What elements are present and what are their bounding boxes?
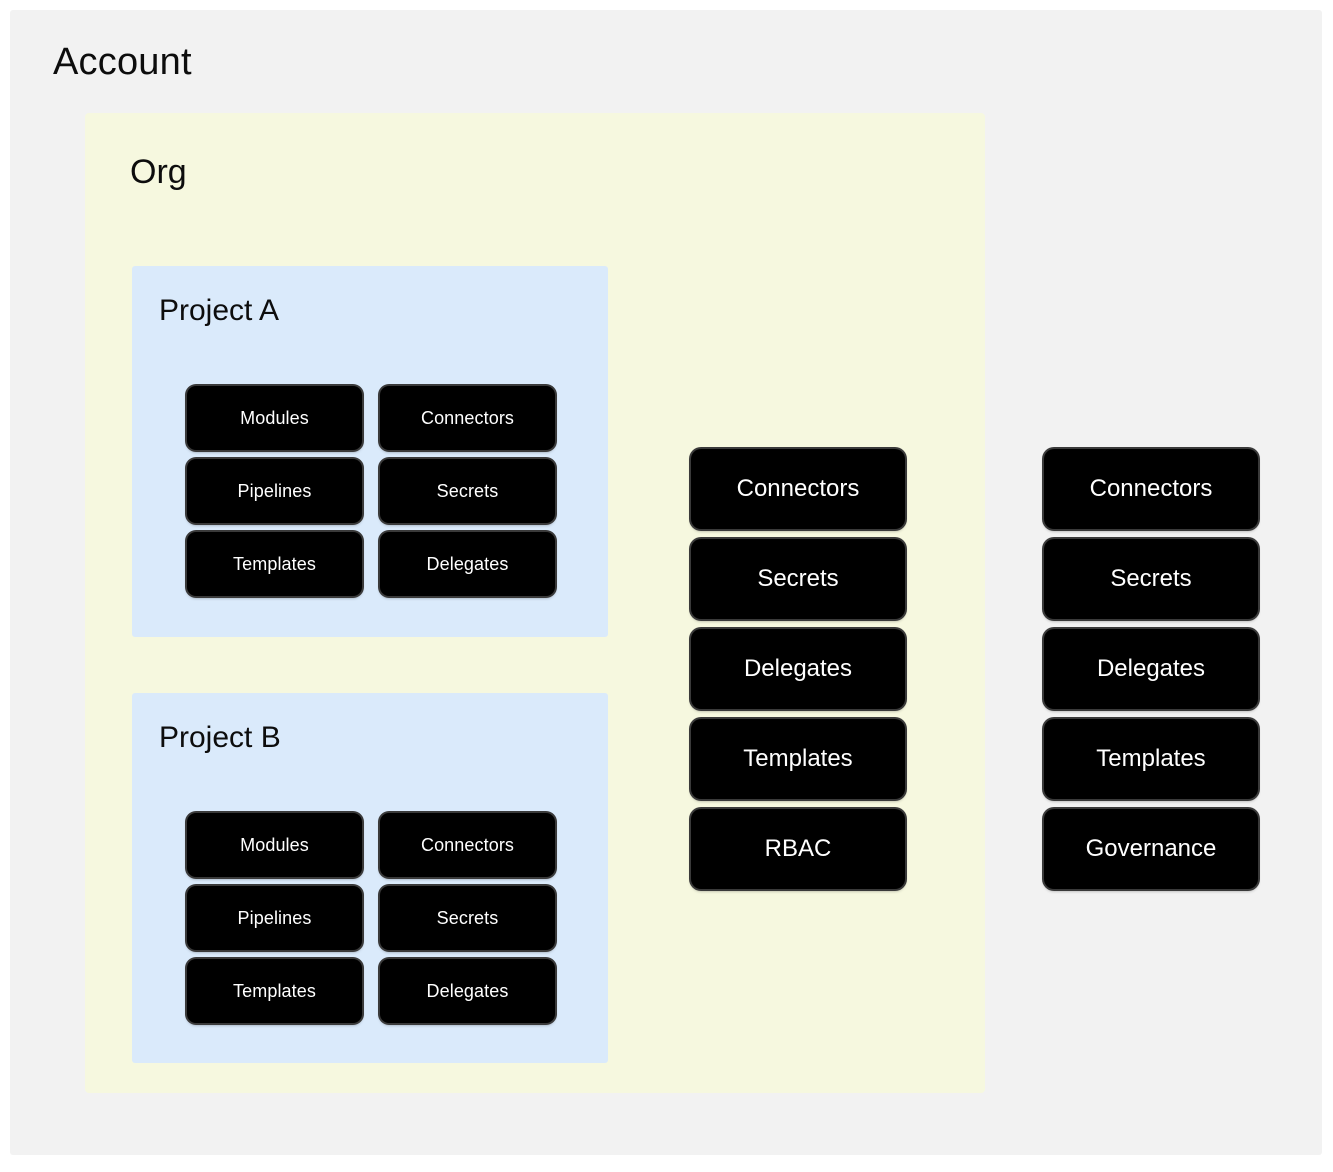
project-b-item-grid: Modules Connectors Pipelines Secrets Tem… [187,813,555,1023]
org-scope-item-column: Connectors Secrets Delegates Templates R… [691,449,905,889]
project-a-item-connectors[interactable]: Connectors [380,386,555,450]
project-b-title: Project B [159,721,281,754]
project-a-title: Project A [159,294,280,327]
project-b-panel: Project B Modules Connectors Pipelines S… [132,693,608,1063]
project-b-item-secrets[interactable]: Secrets [380,886,555,950]
account-title: Account [53,41,192,83]
org-item-templates[interactable]: Templates [691,719,905,799]
project-b-item-templates[interactable]: Templates [187,959,362,1023]
project-b-item-delegates[interactable]: Delegates [380,959,555,1023]
project-b-item-connectors[interactable]: Connectors [380,813,555,877]
org-item-rbac[interactable]: RBAC [691,809,905,889]
project-b-item-modules[interactable]: Modules [187,813,362,877]
project-a-item-modules[interactable]: Modules [187,386,362,450]
project-a-item-pipelines[interactable]: Pipelines [187,459,362,523]
project-a-item-templates[interactable]: Templates [187,532,362,596]
account-scope-item-column: Connectors Secrets Delegates Templates G… [1044,449,1258,889]
account-item-delegates[interactable]: Delegates [1044,629,1258,709]
project-a-item-delegates[interactable]: Delegates [380,532,555,596]
account-item-connectors[interactable]: Connectors [1044,449,1258,529]
org-item-delegates[interactable]: Delegates [691,629,905,709]
project-a-item-grid: Modules Connectors Pipelines Secrets Tem… [187,386,555,596]
project-a-item-secrets[interactable]: Secrets [380,459,555,523]
project-b-item-pipelines[interactable]: Pipelines [187,886,362,950]
account-scope-panel: Account Org Project A Modules Connectors… [10,10,1322,1155]
account-item-templates[interactable]: Templates [1044,719,1258,799]
org-item-secrets[interactable]: Secrets [691,539,905,619]
account-item-secrets[interactable]: Secrets [1044,539,1258,619]
project-a-panel: Project A Modules Connectors Pipelines S… [132,266,608,637]
account-item-governance[interactable]: Governance [1044,809,1258,889]
org-title: Org [130,153,187,191]
org-item-connectors[interactable]: Connectors [691,449,905,529]
